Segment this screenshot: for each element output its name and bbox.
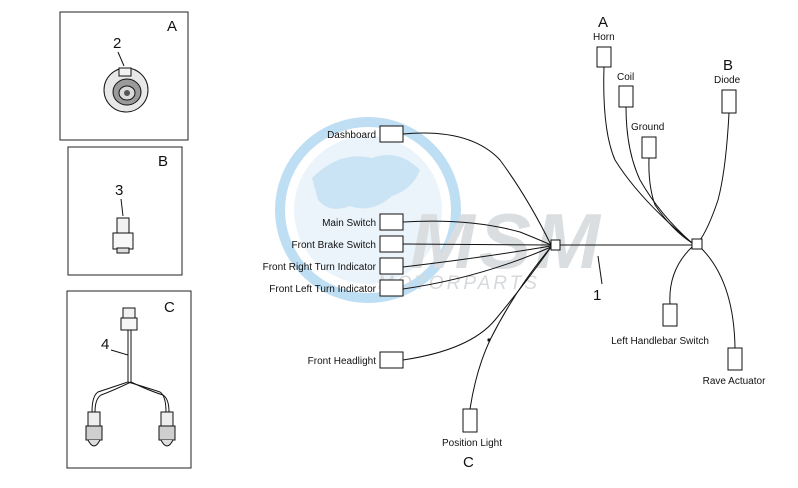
front-junction-node — [550, 239, 561, 251]
connector-ground: Ground — [631, 122, 664, 159]
connector-front-brake-switch: Front Brake Switch — [292, 235, 404, 253]
panel-a-part-number: 2 — [113, 35, 121, 52]
connector-horn: Horn — [593, 32, 615, 68]
panel-b-part-number: 3 — [115, 182, 123, 199]
connector-diode-label: Diode — [714, 75, 741, 86]
panel-c-part-number: 4 — [101, 336, 109, 353]
callout-diode-letter: B — [723, 57, 733, 74]
connector-dashboard: Dashboard — [327, 125, 404, 143]
connector-left-handlebar-switch-label: Left Handlebar Switch — [611, 336, 709, 347]
connector-position-light-label: Position Light — [442, 438, 502, 449]
harness-wires — [402, 66, 736, 410]
connector-dashboard-label: Dashboard — [327, 130, 376, 141]
connector-front-right-turn-label: Front Right Turn Indicator — [263, 262, 377, 273]
connector-rave-actuator: Rave Actuator — [703, 347, 766, 387]
connector-left-handlebar-switch: Left Handlebar Switch — [611, 303, 709, 347]
panel-c: C 4 — [66, 290, 192, 469]
watermark-tagline: MOTORPARTS — [378, 273, 540, 294]
panel-a: A 2 — [59, 11, 189, 141]
connector-diode: Diode — [714, 75, 741, 114]
connector-coil: Coil — [617, 72, 634, 108]
connector-position-light: Position Light — [442, 408, 502, 449]
connector-ground-label: Ground — [631, 122, 664, 133]
watermark-globe — [275, 117, 461, 303]
connector-main-switch-label: Main Switch — [322, 218, 376, 229]
connector-front-left-turn: Front Left Turn Indicator — [269, 279, 404, 297]
callout-position-letter: C — [463, 454, 474, 471]
connector-main-switch: Main Switch — [322, 213, 404, 231]
rear-junction-node — [691, 238, 703, 250]
connector-front-headlight-label: Front Headlight — [308, 356, 377, 367]
panel-b-letter: B — [158, 153, 168, 170]
callout-horn-letter: A — [598, 14, 608, 31]
connector-front-right-turn: Front Right Turn Indicator — [263, 257, 404, 275]
diode-part-illustration — [112, 217, 134, 254]
connector-front-brake-switch-label: Front Brake Switch — [292, 240, 376, 251]
connector-front-headlight: Front Headlight — [308, 351, 404, 369]
connector-horn-label: Horn — [593, 32, 615, 43]
watermark-brand: MSM — [410, 197, 604, 285]
watermark: MSM MOTORPARTS — [275, 117, 604, 303]
panel-a-letter: A — [167, 18, 177, 35]
connector-rave-actuator-label: Rave Actuator — [703, 376, 766, 387]
position-light-part-illustration — [85, 307, 176, 447]
connector-coil-label: Coil — [617, 72, 634, 83]
harness-part-number: 1 — [593, 287, 601, 304]
panel-c-letter: C — [164, 299, 175, 316]
connector-front-left-turn-label: Front Left Turn Indicator — [269, 284, 376, 295]
horn-part-illustration — [103, 67, 149, 113]
panel-b: B 3 — [67, 146, 183, 276]
